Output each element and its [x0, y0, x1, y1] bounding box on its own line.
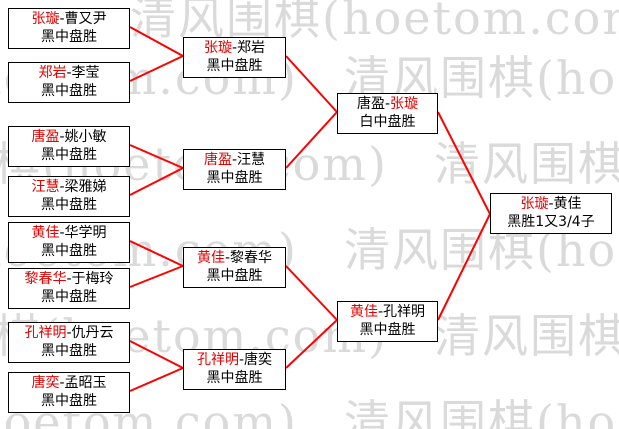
- match-result: 黑中盘胜: [206, 370, 263, 386]
- player-name: 汪慧: [237, 152, 266, 168]
- dash-separator: -: [66, 325, 72, 341]
- player-name: 孔祥明: [196, 352, 239, 368]
- connector-line: [129, 144, 184, 169]
- dash-separator: -: [377, 304, 384, 320]
- connector-line: [129, 26, 184, 57]
- connector-line: [129, 367, 184, 392]
- match-box-r1-3: 唐盈-姚小敏 黑中盘胜: [8, 126, 130, 167]
- player-name: 郑岩: [38, 65, 67, 81]
- dash-separator: -: [231, 40, 238, 56]
- player-name: 唐奕: [31, 375, 60, 391]
- match-result: 黑中盘胜: [206, 268, 263, 284]
- connector-line: [285, 265, 338, 321]
- connector-line: [129, 265, 184, 288]
- match-result: 黑中盘胜: [41, 243, 97, 259]
- player-name: 张璇: [31, 11, 60, 27]
- match-result: 黑中盘胜: [41, 343, 97, 359]
- connector-line: [285, 319, 338, 369]
- player-name: 唐盈: [356, 96, 385, 112]
- player-name: 孟昭玉: [64, 375, 107, 391]
- connector-line: [129, 167, 184, 196]
- match-result: 白中盘胜: [359, 114, 416, 130]
- player-name: 唐奕: [244, 352, 273, 368]
- connector-line: [437, 213, 491, 321]
- match-result: 黑中盘胜: [41, 147, 97, 163]
- dash-separator: -: [66, 65, 72, 81]
- match-result: 黑中盘胜: [41, 29, 97, 45]
- connector-line: [129, 240, 184, 267]
- match-result: 黑中盘胜: [206, 170, 263, 186]
- player-name: 孔祥明: [24, 325, 67, 341]
- player-name: 李莹: [71, 65, 100, 81]
- match-box-r1-2: 郑岩-李莹 黑中盘胜: [8, 62, 130, 103]
- player-name: 华学明: [64, 225, 107, 241]
- match-box-r1-7: 孔祥明-仇丹云 黑中盘胜: [8, 322, 130, 363]
- connector-line: [437, 111, 491, 215]
- player-name: 梁雅娣: [64, 179, 107, 195]
- connector-line: [285, 111, 338, 169]
- match-result: 黑中盘胜: [359, 322, 416, 338]
- match-box-r2-2: 唐盈-汪慧 黑中盘胜: [183, 149, 286, 190]
- connector-line: [129, 55, 184, 82]
- match-box-r2-4: 孔祥明-唐奕 黑中盘胜: [183, 349, 286, 390]
- dash-separator: -: [59, 179, 65, 195]
- connector-line: [129, 340, 184, 369]
- player-name: 仇丹云: [71, 325, 114, 341]
- match-box-sf-2: 黄佳-孔祥明 黑中盘胜: [337, 301, 438, 342]
- player-name: 黎春华: [230, 250, 273, 266]
- match-result: 黑胜1又3/4子: [507, 214, 595, 230]
- player-name: 孔祥明: [383, 304, 426, 320]
- player-name: 唐盈: [203, 152, 232, 168]
- match-box-r1-8: 唐奕-孟昭玉 黑中盘胜: [8, 372, 130, 413]
- player-name: 曹又尹: [64, 11, 107, 27]
- player-name: 黄佳: [196, 250, 225, 266]
- dash-separator: -: [224, 250, 231, 266]
- dash-separator: -: [384, 96, 391, 112]
- player-name: 黄佳: [553, 196, 582, 212]
- player-name: 张璇: [520, 196, 549, 212]
- player-name: 汪慧: [31, 179, 60, 195]
- dash-separator: -: [59, 375, 65, 391]
- match-box-r1-4: 汪慧-梁雅娣 黑中盘胜: [8, 176, 130, 217]
- match-box-sf-1: 唐盈-张璇 白中盘胜: [337, 93, 438, 134]
- match-result: 黑中盘胜: [41, 289, 97, 305]
- connector-line: [285, 55, 338, 113]
- dash-separator: -: [231, 152, 238, 168]
- dash-separator: -: [238, 352, 245, 368]
- match-result: 黑中盘胜: [206, 58, 263, 74]
- player-name: 于梅玲: [71, 271, 114, 287]
- player-name: 张璇: [203, 40, 232, 56]
- player-name: 黄佳: [349, 304, 378, 320]
- match-box-r1-6: 黎春华-于梅玲 黑中盘胜: [8, 268, 130, 309]
- match-result: 黑中盘胜: [41, 197, 97, 213]
- player-name: 姚小敏: [64, 129, 107, 145]
- dash-separator: -: [59, 129, 65, 145]
- player-name: 唐盈: [31, 129, 60, 145]
- match-box-final: 张璇-黄佳 黑胜1又3/4子: [490, 193, 612, 234]
- dash-separator: -: [548, 196, 554, 212]
- match-result: 黑中盘胜: [41, 83, 97, 99]
- match-box-r1-1: 张璇-曹又尹 黑中盘胜: [8, 8, 130, 49]
- match-box-r1-5: 黄佳-华学明 黑中盘胜: [8, 222, 130, 263]
- player-name: 张璇: [390, 96, 419, 112]
- dash-separator: -: [66, 271, 72, 287]
- player-name: 黎春华: [24, 271, 67, 287]
- dash-separator: -: [59, 11, 65, 27]
- dash-separator: -: [59, 225, 65, 241]
- match-box-r2-3: 黄佳-黎春华 黑中盘胜: [183, 247, 286, 288]
- match-box-r2-1: 张璇-郑岩 黑中盘胜: [183, 37, 286, 78]
- player-name: 黄佳: [31, 225, 60, 241]
- match-result: 黑中盘胜: [41, 393, 97, 409]
- player-name: 郑岩: [237, 40, 266, 56]
